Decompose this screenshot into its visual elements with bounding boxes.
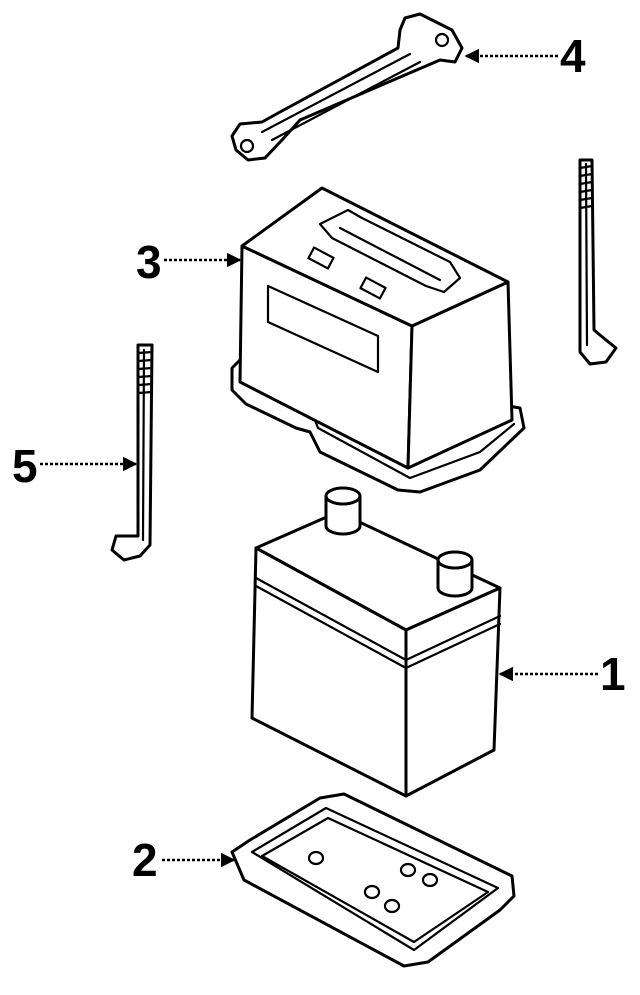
leader-lines: [40, 48, 598, 868]
hold-down-bracket: [230, 12, 464, 162]
callout-5: 5: [12, 440, 38, 492]
callout-1: 1: [600, 648, 626, 700]
callout-3: 3: [136, 236, 162, 288]
hook-bolt-left: [110, 343, 154, 562]
battery-tray: [230, 792, 516, 968]
hook-bolt-right: [578, 158, 618, 366]
callout-2: 2: [132, 834, 158, 886]
callout-labels: 1 2 3 4 5: [12, 30, 626, 886]
battery-cover: [230, 186, 526, 494]
callout-4: 4: [560, 30, 586, 82]
battery: [250, 486, 502, 798]
